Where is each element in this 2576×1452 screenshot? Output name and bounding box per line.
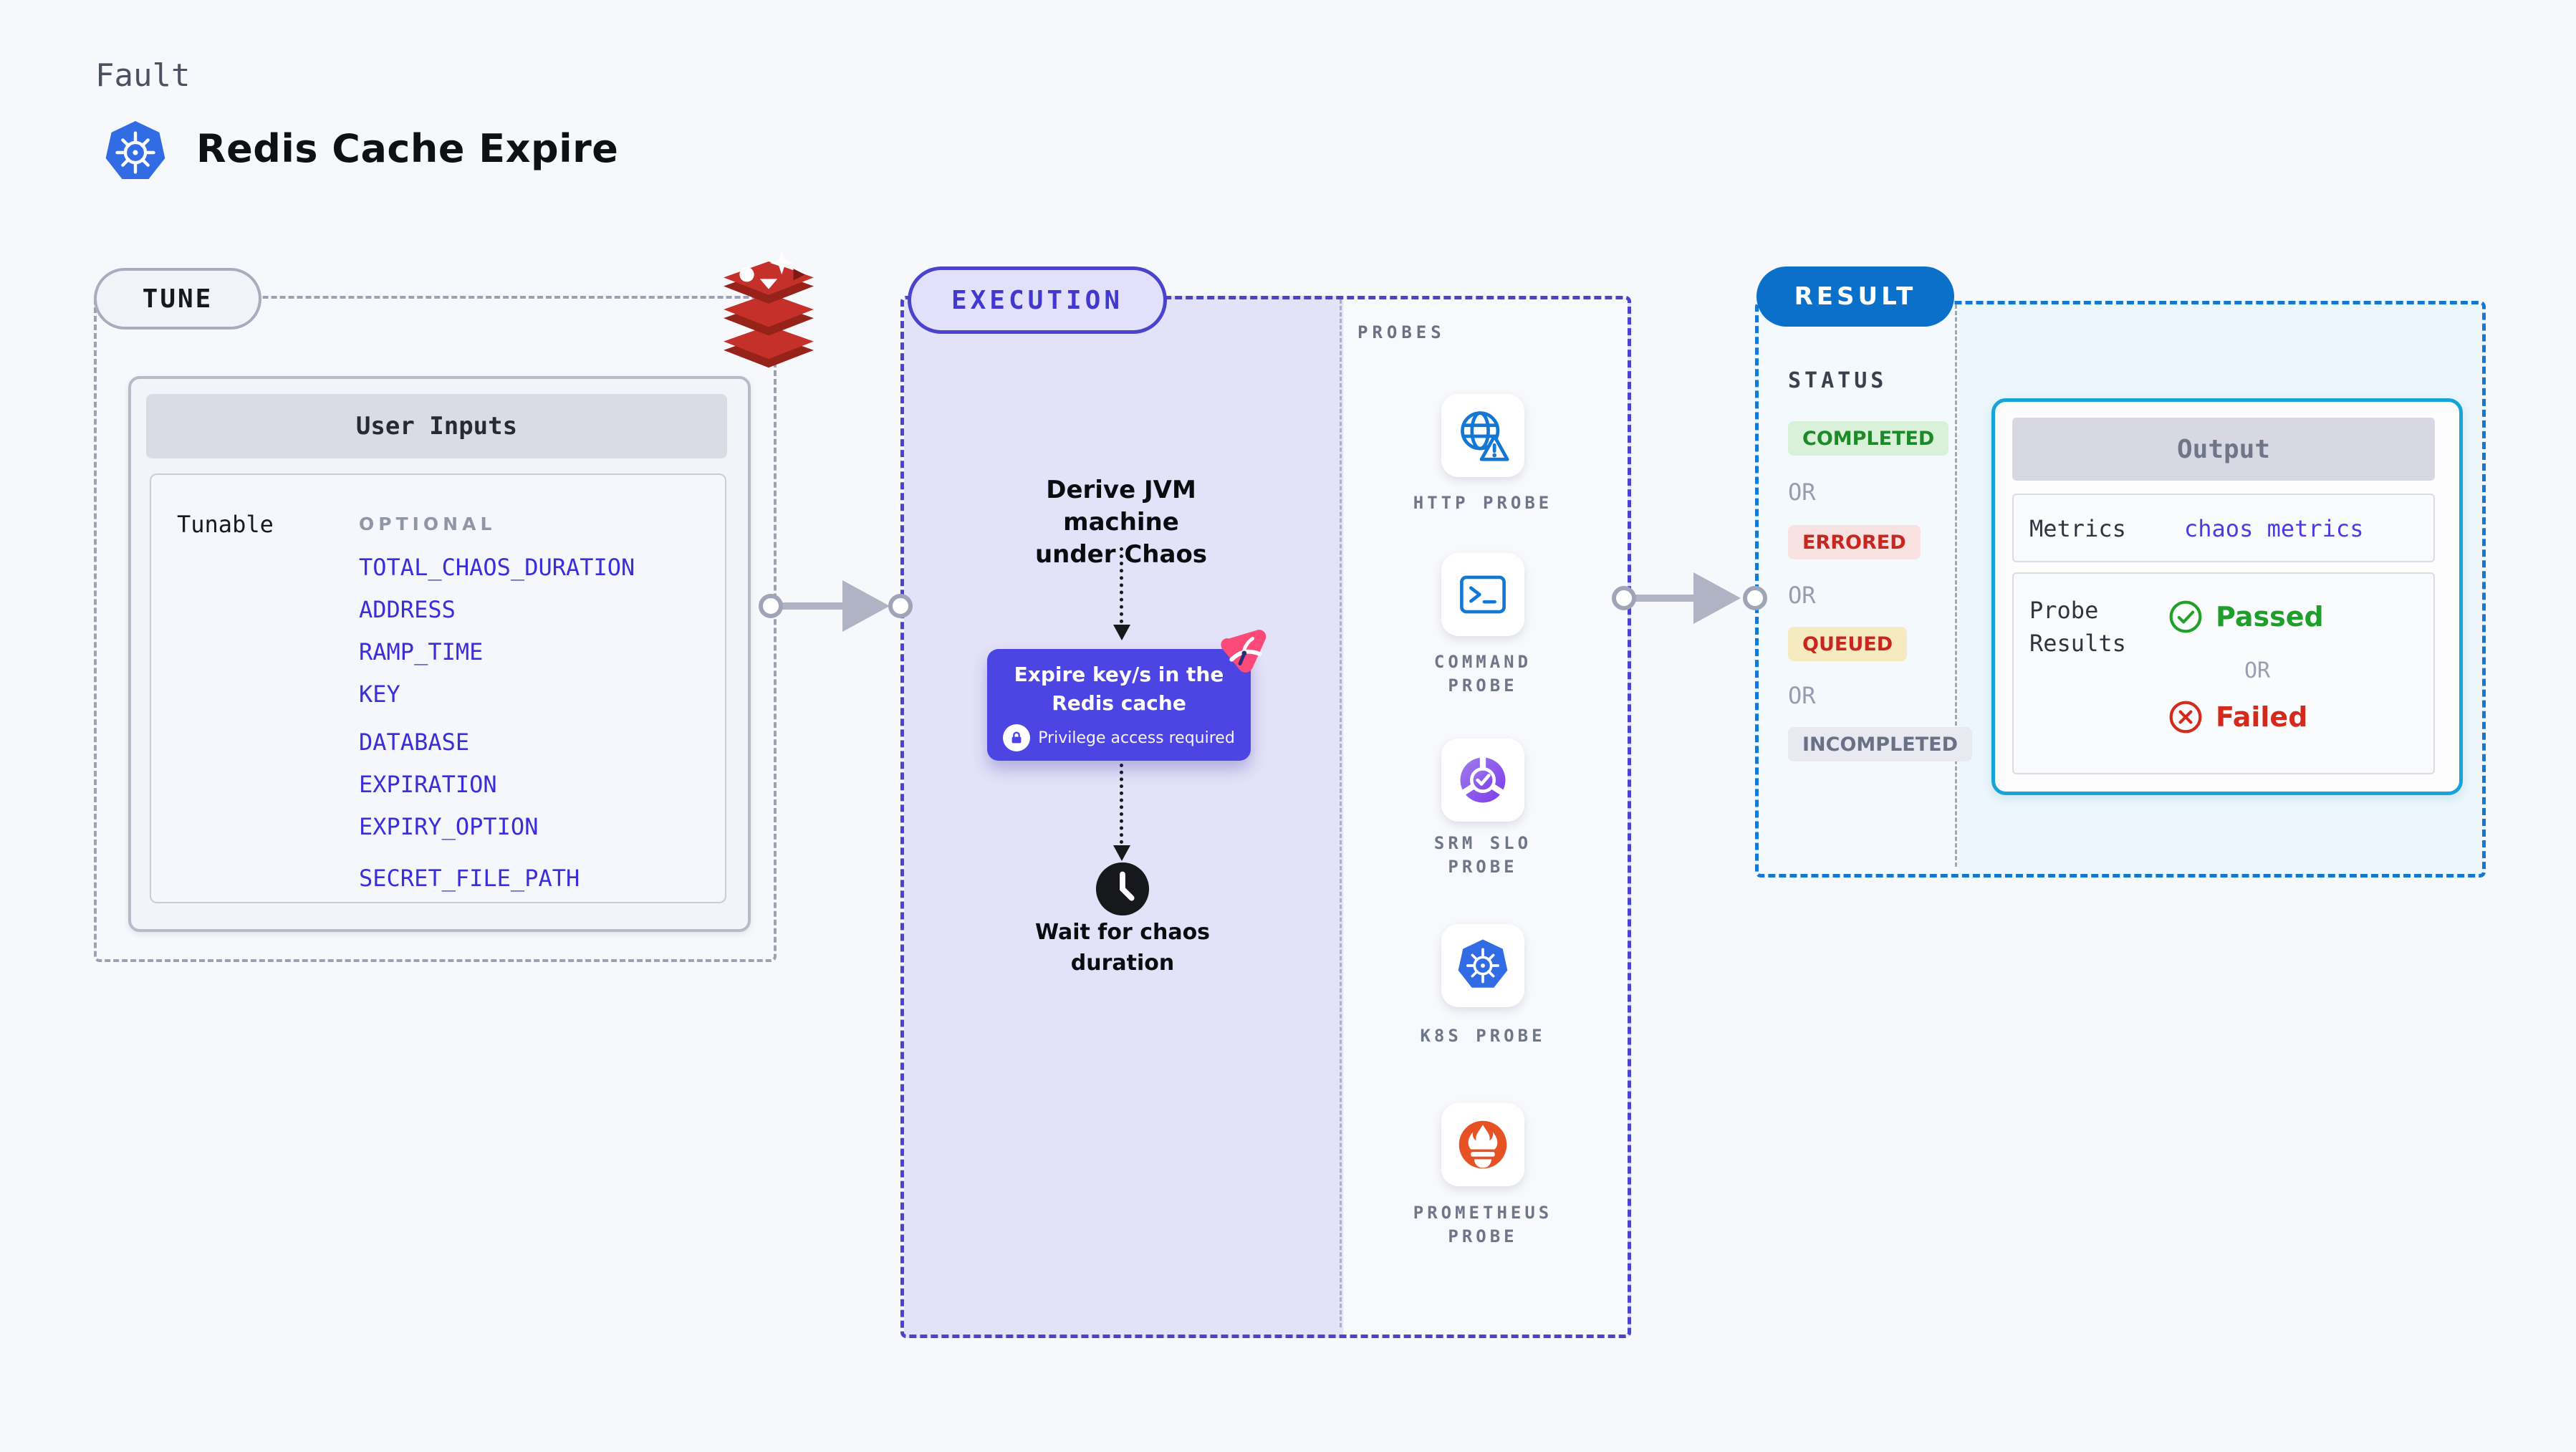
flow-arrowhead bbox=[1113, 625, 1130, 640]
tune-to-execution-arrow bbox=[781, 602, 850, 610]
probe-card-k8s bbox=[1441, 924, 1524, 1007]
tune-to-execution-arrowhead bbox=[842, 580, 890, 632]
parameter-item: KEY bbox=[359, 681, 400, 708]
fault-eyebrow: Fault bbox=[95, 57, 191, 94]
passed-label: Passed bbox=[2216, 601, 2324, 633]
chaos-action-label: Expire key/s in the bbox=[1014, 663, 1224, 686]
execution-badge: EXECUTION bbox=[908, 266, 1167, 334]
status-badge-incompleted: INCOMPLETED bbox=[1788, 727, 1972, 761]
probe-card-prometheus bbox=[1441, 1103, 1524, 1186]
probe-label-prometheus: PROMETHEUS PROBE bbox=[1413, 1203, 1553, 1246]
probe-label-command: COMMAND PROBE bbox=[1433, 652, 1532, 696]
probe-card-http bbox=[1441, 394, 1524, 477]
parameter-item: RAMP_TIME bbox=[359, 638, 484, 665]
execution-to-result-arrow bbox=[1635, 595, 1699, 602]
http-probe-icon bbox=[1461, 411, 1509, 461]
connector-node bbox=[1612, 586, 1636, 610]
chaos-action-box: Expire key/s in the Redis cache Privileg… bbox=[987, 649, 1251, 761]
parameter-item: EXPIRATION bbox=[359, 771, 497, 798]
prometheus-probe-icon bbox=[1458, 1120, 1507, 1169]
or-separator: OR bbox=[2244, 658, 2271, 683]
status-badge-queued: QUEUED bbox=[1788, 627, 1908, 661]
parameter-item: SECRET_FILE_PATH bbox=[359, 865, 580, 892]
execution-to-result-arrowhead bbox=[1693, 572, 1741, 624]
status-column-label: STATUS bbox=[1788, 368, 1888, 393]
failed-result: Failed bbox=[2168, 700, 2307, 734]
tune-badge: TUNE bbox=[94, 268, 261, 330]
user-inputs-header: User Inputs bbox=[146, 394, 727, 458]
srm-slo-probe-icon bbox=[1458, 754, 1507, 803]
tunable-label: Tunable bbox=[177, 511, 274, 538]
optional-label: OPTIONAL bbox=[359, 514, 496, 534]
parameter-item: EXPIRY_OPTION bbox=[359, 813, 539, 840]
connector-node bbox=[888, 594, 913, 618]
chaos-action-label: Redis cache bbox=[1052, 691, 1186, 715]
tune-section-outline bbox=[94, 296, 777, 962]
connector-node bbox=[1743, 586, 1767, 610]
redis-icon bbox=[724, 251, 814, 368]
user-inputs-card: User Inputs Tunable OPTIONAL TOTAL_CHAOS… bbox=[128, 376, 751, 932]
output-card: Output Metrics chaos metrics Probe Resul… bbox=[1991, 398, 2463, 795]
result-inner-divider bbox=[1955, 304, 1957, 867]
check-circle-icon bbox=[2169, 600, 2202, 633]
lock-icon bbox=[1003, 724, 1031, 751]
k8s-probe-icon bbox=[1458, 939, 1508, 988]
x-circle-icon bbox=[2169, 701, 2202, 734]
parameter-list: TOTAL_CHAOS_DURATION ADDRESS RAMP_TIME K… bbox=[359, 555, 635, 890]
output-header: Output bbox=[2012, 418, 2435, 481]
flow-dotted-connector bbox=[1120, 764, 1123, 844]
page-title: Redis Cache Expire bbox=[196, 126, 619, 171]
probes-section-label: PROBES bbox=[1357, 322, 1446, 342]
or-separator: OR bbox=[1788, 682, 1816, 709]
metrics-label: Metrics bbox=[2029, 515, 2126, 542]
wait-step-label: Wait for chaos duration bbox=[1034, 920, 1211, 976]
probe-label-http: HTTP PROBE bbox=[1413, 493, 1553, 513]
connector-node bbox=[759, 594, 783, 618]
probe-card-command bbox=[1441, 553, 1524, 636]
probe-label-srm-slo: SRM SLO PROBE bbox=[1433, 833, 1532, 877]
metrics-row: Metrics chaos metrics bbox=[2012, 494, 2435, 562]
status-badge-errored: ERRORED bbox=[1788, 525, 1921, 559]
flow-arrowhead bbox=[1113, 845, 1130, 861]
probe-results-row: Probe Results Passed OR Failed bbox=[2012, 572, 2435, 774]
parameter-item: TOTAL_CHAOS_DURATION bbox=[359, 554, 635, 581]
wait-clock-icon bbox=[1095, 862, 1150, 916]
metrics-value: chaos metrics bbox=[2184, 515, 2364, 542]
privilege-note: Privilege access required bbox=[987, 724, 1251, 751]
command-probe-icon bbox=[1460, 575, 1506, 614]
kubernetes-icon bbox=[105, 121, 165, 179]
user-inputs-body: Tunable OPTIONAL TOTAL_CHAOS_DURATION AD… bbox=[150, 473, 726, 903]
flow-dotted-connector bbox=[1120, 547, 1123, 623]
or-separator: OR bbox=[1788, 582, 1816, 609]
failed-label: Failed bbox=[2216, 701, 2308, 733]
probe-results-label: Probe Results bbox=[2029, 597, 2126, 657]
execution-probes-divider bbox=[1340, 299, 1342, 1327]
chaos-pinwheel-icon bbox=[1221, 630, 1267, 673]
status-badge-completed: COMPLETED bbox=[1788, 421, 1949, 456]
passed-result: Passed bbox=[2168, 600, 2324, 634]
result-badge: RESULT bbox=[1756, 266, 1954, 327]
parameter-item: DATABASE bbox=[359, 729, 470, 756]
parameter-item: ADDRESS bbox=[359, 596, 456, 623]
probe-card-srm-slo bbox=[1441, 739, 1524, 822]
or-separator: OR bbox=[1788, 479, 1816, 506]
probe-label-k8s: K8S PROBE bbox=[1420, 1026, 1546, 1046]
